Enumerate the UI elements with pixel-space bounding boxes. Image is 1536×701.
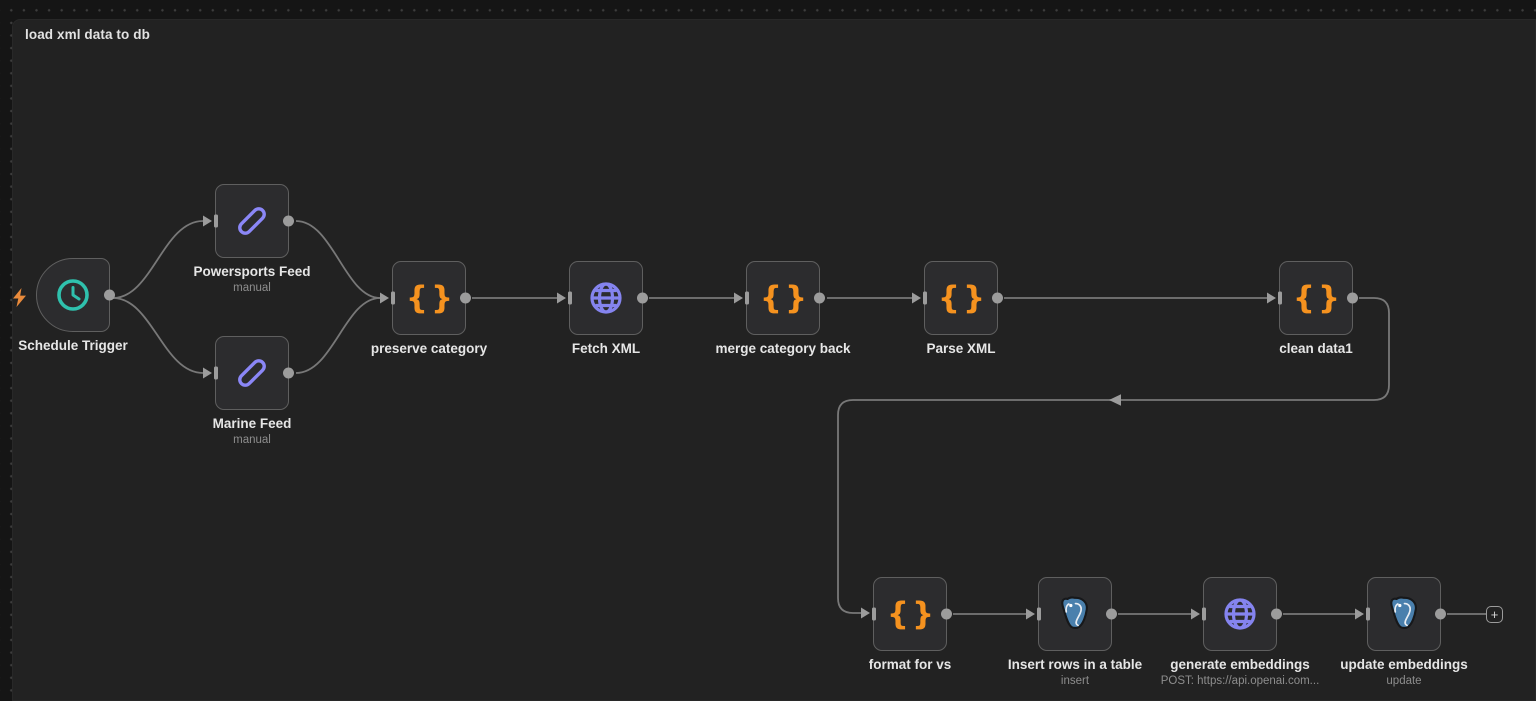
node-subtitle: manual xyxy=(233,282,271,294)
node-subtitle: POST: https://api.openai.com... xyxy=(1160,675,1320,687)
code-braces-icon: {} xyxy=(886,595,938,632)
input-port[interactable] xyxy=(1277,291,1282,305)
postgres-icon xyxy=(1061,596,1088,629)
output-port[interactable] xyxy=(941,608,952,620)
node-subtitle: insert xyxy=(1060,675,1090,687)
input-port[interactable] xyxy=(922,291,927,305)
globe-icon xyxy=(590,282,622,314)
code-braces-icon: {} xyxy=(405,279,457,316)
connection-powersports-preserve[interactable] xyxy=(295,220,381,299)
node-title: Insert rows in a table xyxy=(1007,657,1143,672)
output-port[interactable] xyxy=(814,292,825,304)
input-port[interactable] xyxy=(744,291,749,305)
add-node-button[interactable]: + xyxy=(1486,606,1503,623)
plus-icon: + xyxy=(1490,607,1499,622)
output-port[interactable] xyxy=(1347,292,1358,304)
node-merge-category-back: {} merge category back xyxy=(715,261,851,356)
node-powersports-feed: Powersports Feed manual xyxy=(193,184,311,294)
sticky-note-title: load xml data to db xyxy=(25,27,150,42)
node-title: Parse XML xyxy=(926,341,996,356)
node-parse-xml: {} Parse XML xyxy=(922,261,1003,356)
output-port[interactable] xyxy=(283,215,294,227)
output-port[interactable] xyxy=(460,292,471,304)
connection-trigger-powersports[interactable] xyxy=(112,220,204,299)
output-port[interactable] xyxy=(637,292,648,304)
output-port[interactable] xyxy=(283,367,294,379)
input-port[interactable] xyxy=(390,291,395,305)
code-braces-icon: {} xyxy=(937,279,989,316)
connection-trigger-marine[interactable] xyxy=(112,297,204,374)
node-subtitle: update xyxy=(1386,675,1422,687)
output-port[interactable] xyxy=(992,292,1003,304)
node-subtitle: manual xyxy=(233,434,271,446)
node-title: preserve category xyxy=(370,341,488,356)
input-port[interactable] xyxy=(1365,607,1370,621)
node-title: Marine Feed xyxy=(212,416,292,431)
node-title: generate embeddings xyxy=(1170,657,1310,672)
node-format-for-vs: {} format for vs xyxy=(869,577,952,672)
node-title: Schedule Trigger xyxy=(18,338,128,353)
code-braces-icon: {} xyxy=(1292,279,1344,316)
output-port[interactable] xyxy=(1435,608,1446,620)
node-generate-embeddings: generate embeddings POST: https://api.op… xyxy=(1161,577,1319,687)
pencil-icon xyxy=(238,359,266,387)
input-port[interactable] xyxy=(567,291,572,305)
node-schedule-trigger: Schedule Trigger xyxy=(18,258,128,353)
input-port[interactable] xyxy=(1036,607,1041,621)
clock-icon xyxy=(57,279,89,311)
output-port[interactable] xyxy=(1271,608,1282,620)
output-port[interactable] xyxy=(104,289,115,301)
input-port[interactable] xyxy=(213,214,218,228)
node-update-embeddings: update embeddings update xyxy=(1340,577,1468,687)
input-port[interactable] xyxy=(871,607,876,621)
input-port[interactable] xyxy=(1201,607,1206,621)
node-insert-rows: Insert rows in a table insert xyxy=(1008,577,1142,687)
node-title: merge category back xyxy=(715,341,851,356)
node-clean-data1: {} clean data1 xyxy=(1277,261,1358,356)
node-title: Fetch XML xyxy=(571,341,641,356)
node-preserve-category: {} preserve category xyxy=(371,261,487,356)
node-title: clean data1 xyxy=(1279,341,1353,356)
node-title: format for vs xyxy=(868,657,952,672)
pencil-icon xyxy=(238,207,266,235)
globe-icon xyxy=(1224,598,1256,630)
postgres-icon xyxy=(1390,596,1417,629)
input-port[interactable] xyxy=(213,366,218,380)
code-braces-icon: {} xyxy=(759,279,811,316)
output-port[interactable] xyxy=(1106,608,1117,620)
connection-marine-preserve[interactable] xyxy=(295,297,381,374)
node-title: Powersports Feed xyxy=(193,264,311,279)
node-fetch-xml: Fetch XML xyxy=(567,261,648,356)
node-title: update embeddings xyxy=(1340,657,1468,672)
lightning-icon xyxy=(13,288,26,307)
node-marine-feed: Marine Feed manual xyxy=(213,336,294,446)
